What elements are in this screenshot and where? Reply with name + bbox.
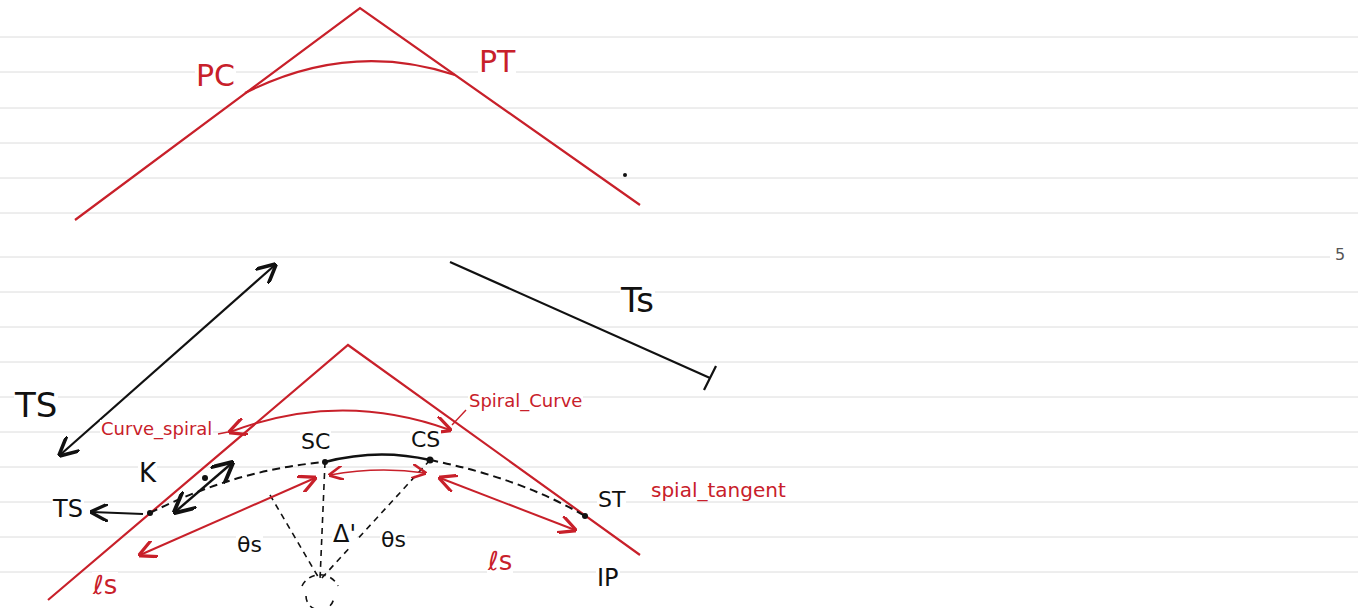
point-label: TS bbox=[52, 497, 84, 522]
leader-line bbox=[92, 512, 143, 514]
length-label: ℓs bbox=[487, 548, 513, 575]
spiral-length-arrow bbox=[440, 478, 575, 530]
point bbox=[202, 475, 208, 481]
leader-line bbox=[218, 432, 228, 434]
simple-curve bbox=[75, 8, 640, 220]
point-label: SC bbox=[300, 430, 331, 453]
spiral-length-arrow bbox=[140, 478, 315, 555]
point-label: PT bbox=[478, 46, 516, 78]
point-label: ST bbox=[597, 488, 626, 511]
point-label: PC bbox=[195, 60, 236, 92]
ruled-lines bbox=[0, 37, 1358, 572]
end-tick bbox=[704, 366, 716, 390]
tangent-lines bbox=[48, 345, 640, 600]
point bbox=[147, 510, 153, 516]
dimension-label: TS bbox=[14, 388, 58, 424]
length-label: ℓs bbox=[92, 572, 118, 599]
angle-label: Δ' bbox=[332, 522, 357, 547]
ts-length-line bbox=[450, 262, 710, 378]
angle-label: θs bbox=[380, 528, 407, 551]
angle-label: θs bbox=[236, 533, 263, 556]
point bbox=[582, 513, 588, 519]
exit-spiral bbox=[430, 460, 585, 516]
point-label: IP bbox=[596, 566, 620, 591]
k-dimension bbox=[175, 463, 232, 512]
page-number: 5 bbox=[1334, 247, 1346, 264]
dot bbox=[623, 173, 627, 177]
point-name: Curve_spiral bbox=[100, 420, 213, 439]
radii bbox=[270, 460, 430, 608]
dimension-label: Ts bbox=[620, 283, 655, 319]
point-label: CS bbox=[410, 428, 441, 451]
entry-spiral bbox=[150, 462, 325, 513]
arc-arrow bbox=[330, 470, 425, 475]
circular-arc bbox=[325, 454, 430, 462]
dimension-label: K bbox=[138, 460, 157, 487]
point-name: spial_tangent bbox=[650, 480, 787, 501]
leader-line bbox=[452, 410, 466, 425]
point-name: Spiral_Curve bbox=[468, 392, 583, 411]
